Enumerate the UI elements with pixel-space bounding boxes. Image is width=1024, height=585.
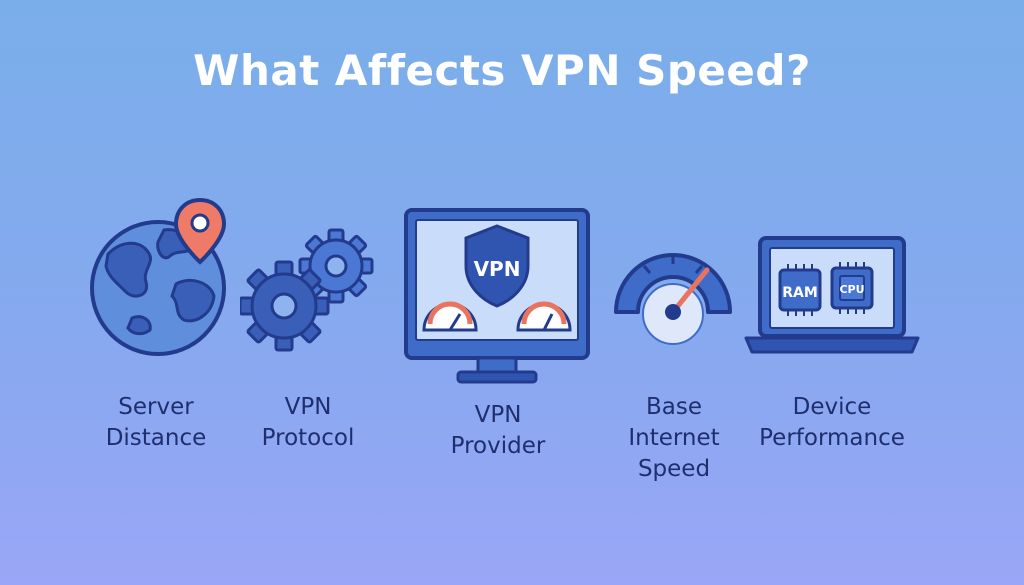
factor-label: VPN Provider xyxy=(450,402,546,459)
cpu-chip-text: CPU xyxy=(839,283,864,296)
factor-label: Device Performance xyxy=(759,394,905,451)
gears-icon xyxy=(240,228,374,352)
speedometer-icon xyxy=(614,253,732,345)
page-title: What Affects VPN Speed? xyxy=(193,46,811,95)
factor-label: Server Distance xyxy=(105,394,207,451)
monitor-with-vpn-shield-icon: VPN xyxy=(404,208,590,384)
laptop-with-chips-icon: RAM CPU xyxy=(744,236,920,354)
factor-label: Base Internet Speed xyxy=(628,394,720,482)
globe-with-location-pin-icon xyxy=(90,197,227,356)
factor-label: VPN Protocol xyxy=(261,394,355,451)
vpn-shield-text: VPN xyxy=(474,257,521,281)
ram-chip-text: RAM xyxy=(782,285,818,301)
